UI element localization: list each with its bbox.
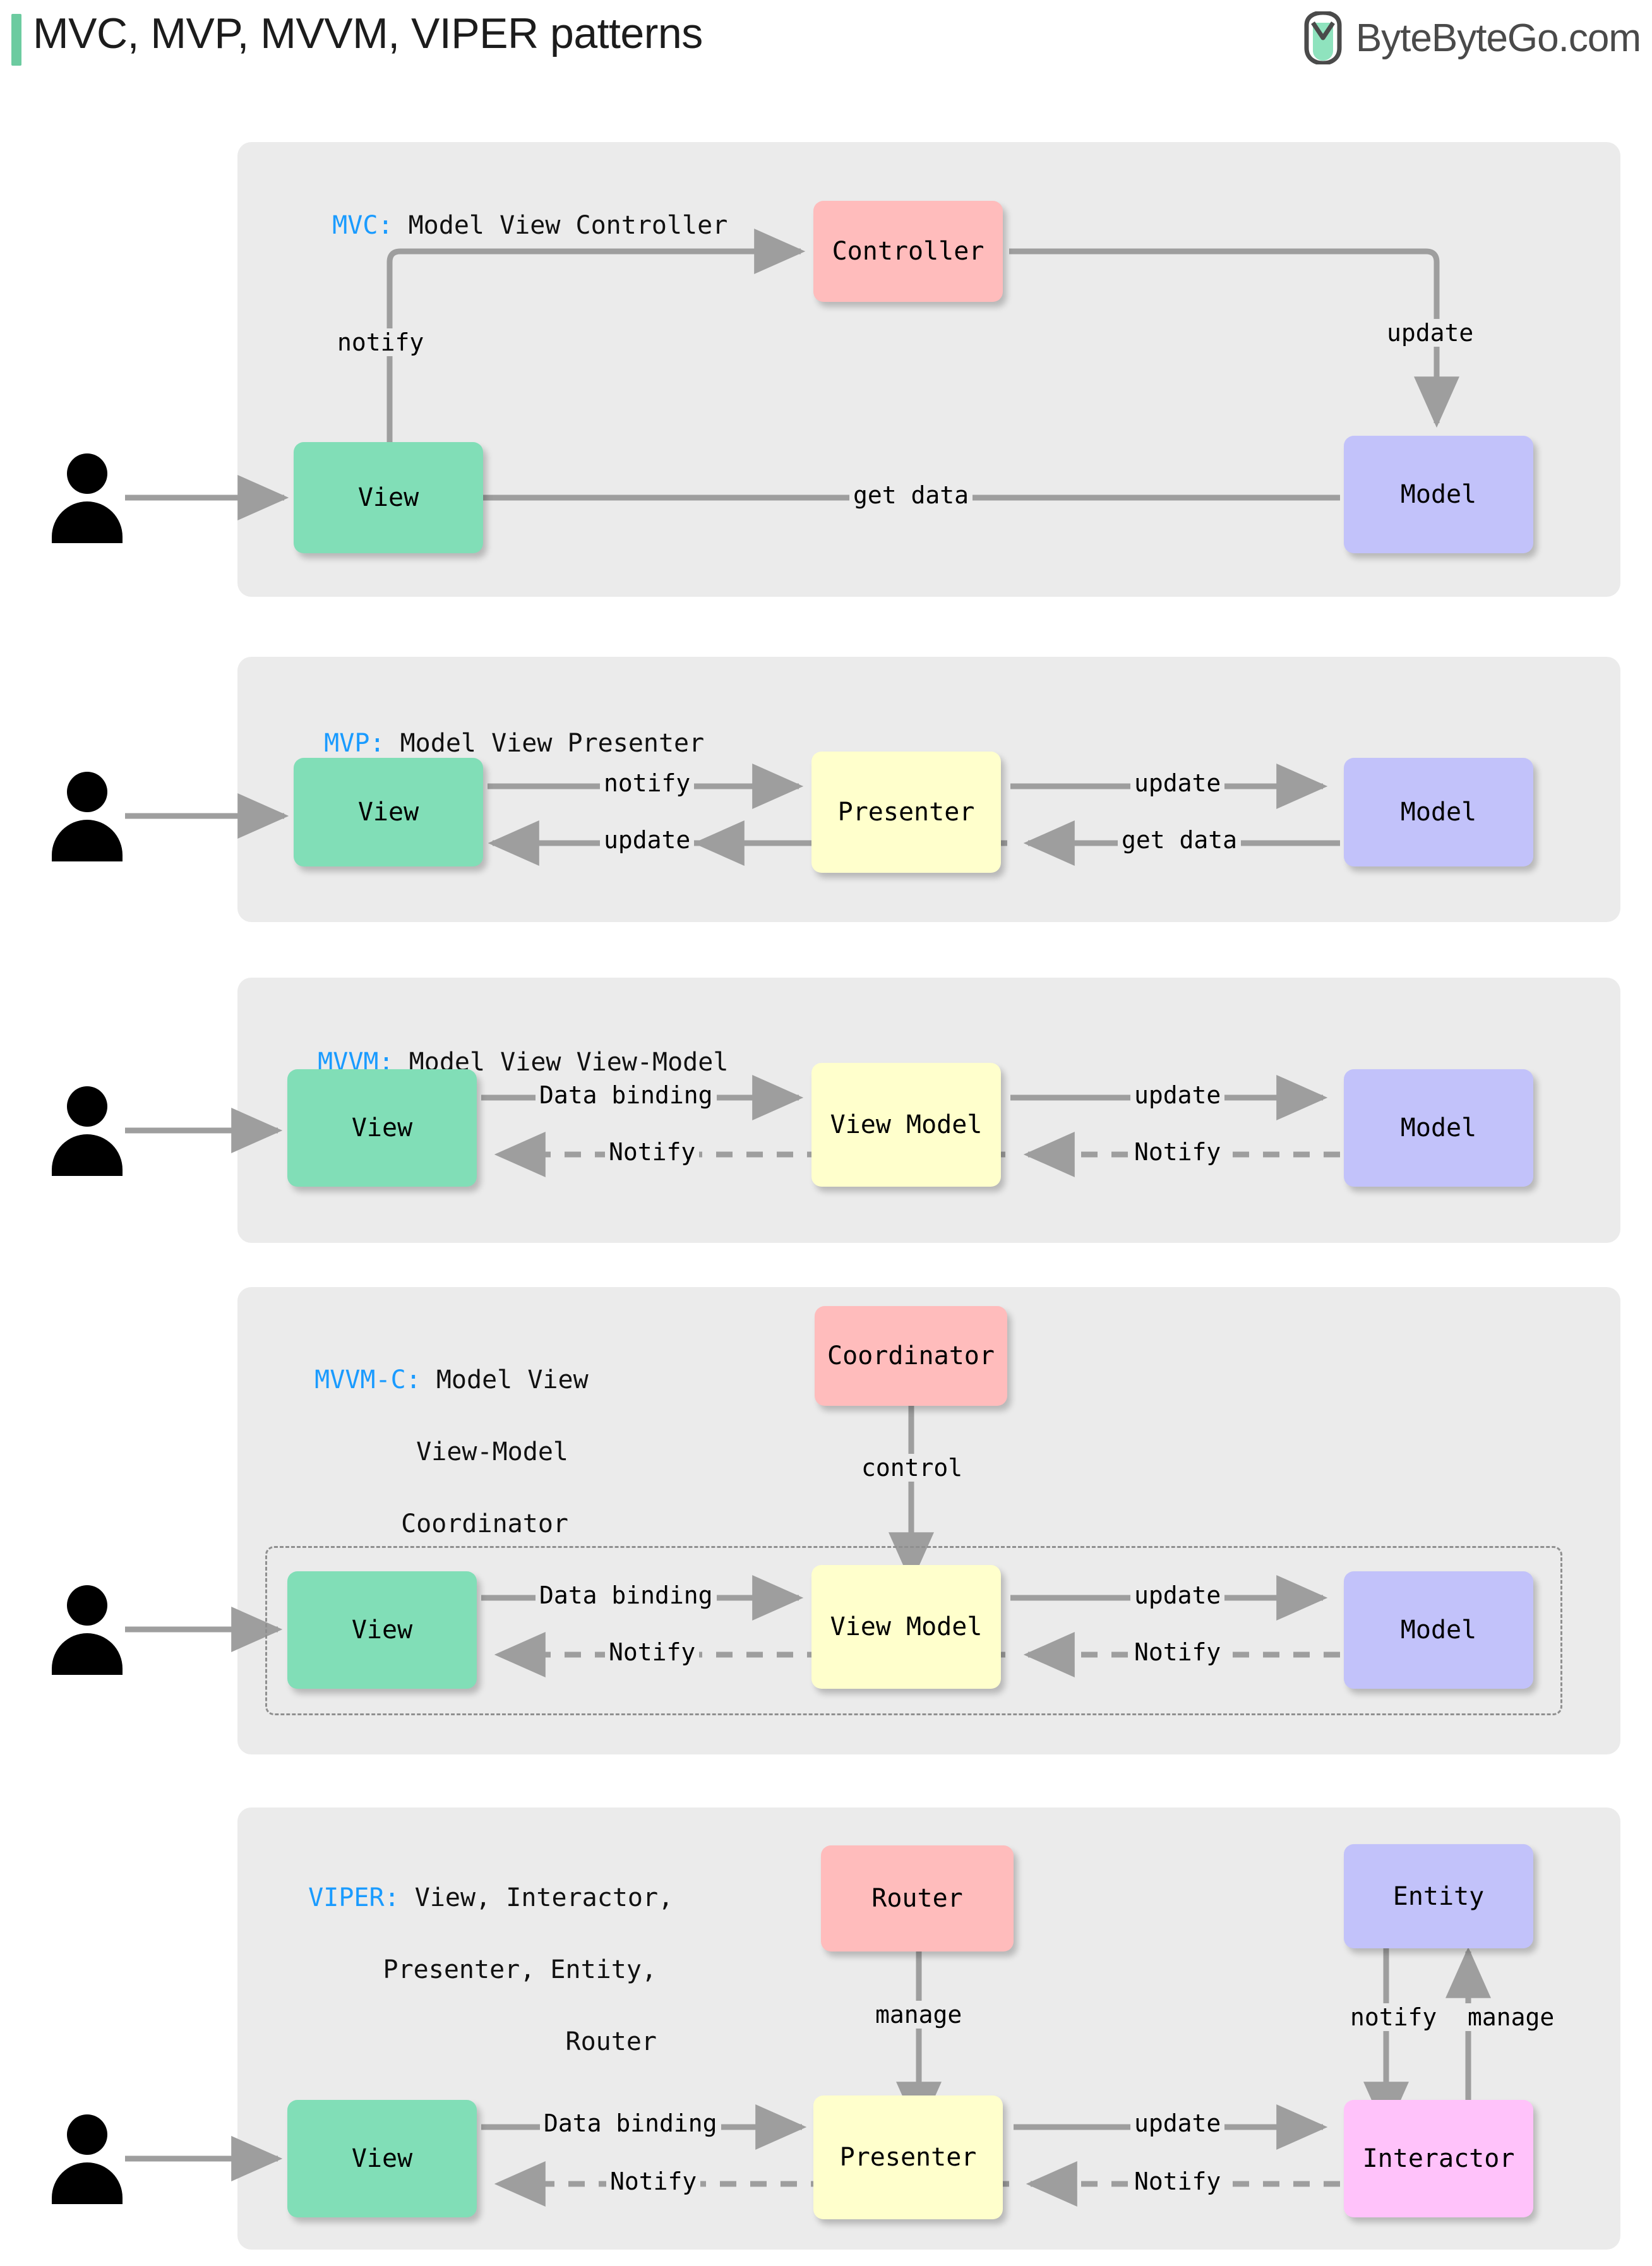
node-presenter-mvp[interactable]: Presenter bbox=[811, 752, 1001, 873]
edge-label-update-mvp: update bbox=[1130, 769, 1225, 797]
node-model-mvc[interactable]: Model bbox=[1344, 436, 1533, 553]
node-label: Model bbox=[1400, 1113, 1477, 1142]
edge-label-notify-mvc: notify bbox=[333, 328, 428, 356]
avatar-body bbox=[52, 820, 123, 861]
section-expansion-viper: View, Interactor, bbox=[399, 1883, 674, 1912]
section-expansion-mvp: Model View Presenter bbox=[385, 729, 705, 758]
node-label: View Model bbox=[830, 1110, 983, 1139]
edge-label-notify2-viper: Notify bbox=[1130, 2167, 1225, 2195]
node-viewmodel-mvvm[interactable]: View Model bbox=[811, 1063, 1001, 1187]
section-expansion3-mvvmc: Coordinator bbox=[401, 1509, 568, 1538]
user-avatar-mvvmc bbox=[49, 1585, 125, 1675]
node-interactor-viper[interactable]: Interactor bbox=[1344, 2100, 1533, 2217]
node-coordinator-mvvmc[interactable]: Coordinator bbox=[815, 1306, 1007, 1406]
edge-label-databinding-viper: Data binding bbox=[540, 2109, 721, 2137]
node-viewmodel-mvvmc[interactable]: View Model bbox=[811, 1565, 1001, 1689]
node-label: Coordinator bbox=[827, 1341, 995, 1370]
node-label: Interactor bbox=[1362, 2144, 1515, 2173]
node-label: Presenter bbox=[839, 2143, 977, 2172]
edge-label-notify-mvp: notify bbox=[600, 769, 695, 797]
node-view-viper[interactable]: View bbox=[287, 2100, 477, 2217]
section-expansion3-viper: Router bbox=[565, 2027, 657, 2056]
page-header: MVC, MVP, MVVM, VIPER patterns ByteByteG… bbox=[0, 0, 1652, 95]
node-model-mvvmc[interactable]: Model bbox=[1344, 1571, 1533, 1689]
node-controller-mvc[interactable]: Controller bbox=[813, 201, 1003, 302]
node-label: Model bbox=[1400, 798, 1477, 827]
mvvm-group-boundary bbox=[265, 1546, 1562, 1715]
node-label: View Model bbox=[830, 1612, 983, 1641]
avatar-body bbox=[52, 501, 123, 543]
section-abbr-viper: VIPER: bbox=[308, 1883, 400, 1912]
section-title-mvc: MVC: Model View Controller bbox=[302, 172, 727, 244]
brand-lockup: ByteByteGo.com bbox=[1300, 10, 1641, 66]
node-label: View bbox=[351, 1113, 413, 1142]
section-title-mvp: MVP: Model View Presenter bbox=[294, 690, 704, 762]
node-label: Controller bbox=[832, 237, 985, 266]
node-label: View bbox=[357, 483, 419, 512]
node-label: Entity bbox=[1392, 1881, 1485, 1911]
node-label: View bbox=[351, 2144, 413, 2173]
section-abbr-mvvmc: MVVM-C: bbox=[314, 1365, 421, 1394]
node-label: Presenter bbox=[837, 798, 975, 827]
edge-label-notify2-mvvm: Notify bbox=[1130, 1138, 1225, 1166]
node-model-mvvm[interactable]: Model bbox=[1344, 1069, 1533, 1187]
user-avatar-mvc bbox=[49, 453, 125, 543]
avatar-head bbox=[67, 1585, 107, 1626]
node-router-viper[interactable]: Router bbox=[821, 1845, 1014, 1951]
node-label: Model bbox=[1400, 1616, 1477, 1645]
edge-label-manage-viper: manage bbox=[871, 2001, 966, 2029]
section-abbr-mvc: MVC: bbox=[332, 211, 393, 240]
edge-label-update2-mvp: update bbox=[600, 826, 695, 854]
edge-label-databinding-mvvm: Data binding bbox=[536, 1081, 717, 1109]
section-title-mvvm: MVVM: Model View View-Model bbox=[287, 1009, 728, 1081]
section-abbr-mvp: MVP: bbox=[324, 729, 385, 758]
node-entity-viper[interactable]: Entity bbox=[1344, 1844, 1533, 1948]
node-model-mvp[interactable]: Model bbox=[1344, 758, 1533, 866]
avatar-head bbox=[67, 1086, 107, 1127]
node-presenter-viper[interactable]: Presenter bbox=[813, 2095, 1003, 2219]
avatar-body bbox=[52, 1633, 123, 1675]
node-label: Model bbox=[1400, 480, 1477, 509]
edge-label-getdata-mvp: get data bbox=[1118, 826, 1242, 854]
title-accent-bar bbox=[11, 14, 21, 66]
edge-label-databinding-mvvmc: Data binding bbox=[536, 1581, 717, 1609]
edge-label-notify1-mvvm: Notify bbox=[605, 1138, 700, 1166]
edge-label-update-mvvm: update bbox=[1130, 1081, 1225, 1109]
edge-label-notify1-viper: Notify bbox=[606, 2167, 701, 2195]
section-expansion2-viper: Presenter, Entity, bbox=[383, 1955, 657, 1984]
section-title-viper: VIPER: View, Interactor, Presenter, Enti… bbox=[278, 1844, 673, 2060]
avatar-head bbox=[67, 772, 107, 812]
section-expansion-mvvmc: Model View bbox=[421, 1365, 589, 1394]
node-view-mvvm[interactable]: View bbox=[287, 1069, 477, 1187]
avatar-head bbox=[67, 2114, 107, 2155]
section-title-mvvmc: MVVM-C: Model View View-Model Coordinato… bbox=[284, 1326, 588, 1542]
avatar-body bbox=[52, 2162, 123, 2204]
node-view-mvp[interactable]: View bbox=[294, 758, 483, 866]
avatar-body bbox=[52, 1134, 123, 1176]
edge-label-notify2-mvvmc: Notify bbox=[1130, 1638, 1225, 1666]
edge-label-update-mvvmc: update bbox=[1130, 1581, 1225, 1609]
page-title: MVC, MVP, MVVM, VIPER patterns bbox=[33, 9, 703, 57]
node-label: View bbox=[357, 798, 419, 827]
edge-label-manage-entity-viper: manage bbox=[1464, 2003, 1559, 2031]
edge-label-control-mvvmc: control bbox=[858, 1454, 967, 1482]
brand-name: ByteByteGo.com bbox=[1355, 16, 1641, 60]
node-view-mvc[interactable]: View bbox=[294, 442, 483, 553]
section-expansion2-mvvmc: View-Model bbox=[416, 1437, 568, 1466]
avatar-head bbox=[67, 453, 107, 494]
edge-label-getdata-mvc: get data bbox=[849, 481, 973, 509]
user-avatar-viper bbox=[49, 2114, 125, 2204]
edge-label-update-mvc: update bbox=[1383, 319, 1478, 347]
section-expansion-mvc: Model View Controller bbox=[393, 211, 728, 240]
bytebytego-logo-icon bbox=[1300, 10, 1346, 66]
edge-label-notify-entity-viper: notify bbox=[1346, 2003, 1441, 2031]
edge-label-notify1-mvvmc: Notify bbox=[605, 1638, 700, 1666]
user-avatar-mvvm bbox=[49, 1086, 125, 1176]
edge-label-update-viper: update bbox=[1130, 2109, 1225, 2137]
node-label: Router bbox=[871, 1884, 963, 1913]
node-view-mvvmc[interactable]: View bbox=[287, 1571, 477, 1689]
user-avatar-mvp bbox=[49, 772, 125, 861]
node-label: View bbox=[351, 1616, 413, 1645]
